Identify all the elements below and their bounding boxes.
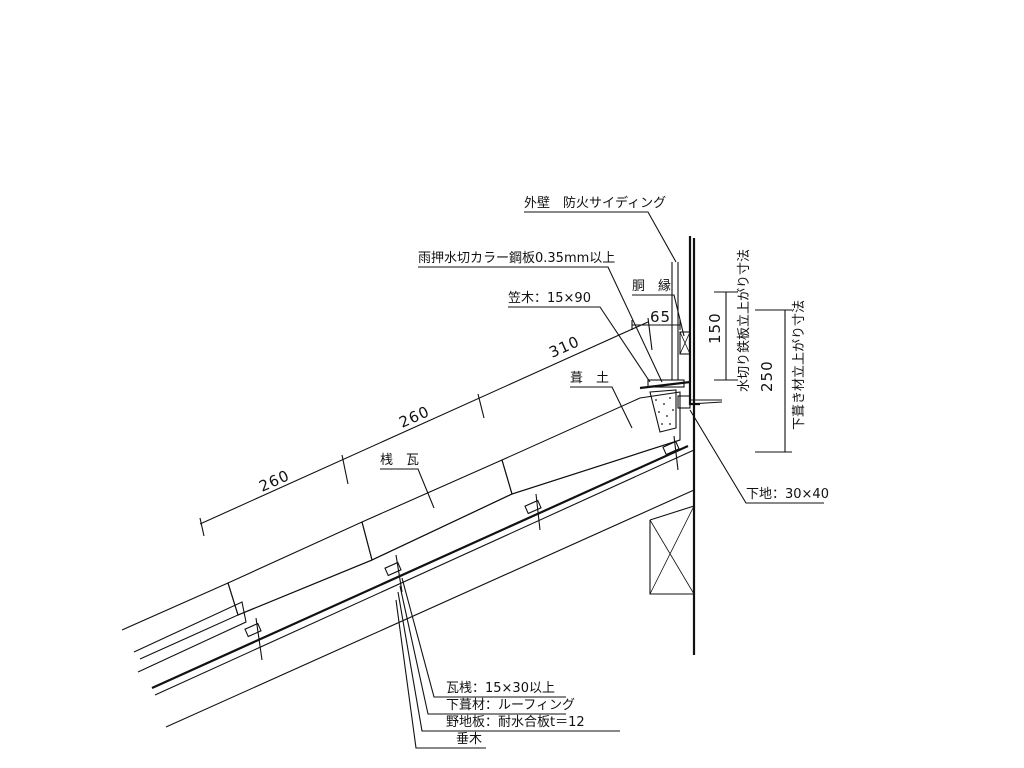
label-base: 下地：30×40 (746, 487, 829, 502)
leader-underlay (399, 585, 566, 715)
label-flashing: 雨押水切カラー鋼板0.35mm以上 (418, 251, 615, 266)
wall-plate-frame (649, 505, 695, 595)
label-sheathing: 野地板：耐水合板t＝12 (446, 715, 585, 730)
batten-4 (662, 440, 680, 456)
vertical-dimensions: 150 水切り鉄板立上がり寸法 250 下葺き材立上がり寸法 (706, 249, 807, 453)
leaders-and-labels: 外壁 防火サイディング 雨押水切カラー鋼板0.35mm以上 笠木：15×90 胴… (380, 195, 829, 749)
dim-310: 310 (546, 332, 582, 361)
label-coping: 笠木：15×90 (508, 291, 591, 306)
tile-1 (121, 582, 239, 660)
leader-furring (632, 294, 685, 337)
label-underlay: 下葺材：ルーフィング (446, 698, 575, 713)
label-furring: 胴 縁 (632, 278, 671, 294)
wall-structure (671, 238, 696, 655)
batten-2 (384, 561, 402, 577)
leader-tile (380, 468, 435, 509)
leader-rafter (395, 599, 486, 749)
leader-exterior-wall (524, 211, 677, 263)
leader-base (689, 409, 824, 504)
underlay-line (151, 444, 689, 690)
dim-250: 250 (758, 360, 776, 392)
flashing-assembly (639, 236, 723, 433)
leader-mortar (570, 386, 633, 429)
batten-3 (524, 499, 542, 515)
label-tile: 桟 瓦 (380, 453, 419, 468)
flashing-height-label: 水切り鉄板立上がり寸法 (737, 249, 752, 392)
leader-batten (401, 577, 566, 698)
tile-4 (501, 391, 681, 495)
label-mortar: 葺 土 (570, 371, 609, 386)
label-rafter: 垂木 (456, 732, 482, 747)
mortar-fill (649, 389, 677, 433)
label-exterior-wall: 外壁 防火サイディング (524, 195, 666, 211)
roof-tiles (121, 391, 681, 673)
roof-layers (151, 444, 695, 728)
base-board (677, 395, 691, 409)
dim-260-lower: 260 (256, 466, 292, 495)
leader-sheathing (397, 591, 620, 732)
slope-dimensions: 260 260 310 65 (199, 308, 681, 537)
dim-65: 65 (650, 308, 671, 326)
leader-flashing (418, 266, 663, 383)
leader-coping (508, 306, 651, 383)
sheathing-line (154, 449, 695, 696)
label-batten: 瓦桟：15×30以上 (446, 681, 555, 696)
coping-board (647, 379, 685, 388)
slope-dimension-line (199, 321, 649, 525)
underlay-height-label: 下葺き材立上がり寸法 (792, 300, 807, 430)
tile-3 (361, 459, 513, 561)
rafter-bottom-line (165, 489, 695, 728)
batten-1 (244, 622, 262, 638)
dim-150: 150 (706, 312, 724, 344)
